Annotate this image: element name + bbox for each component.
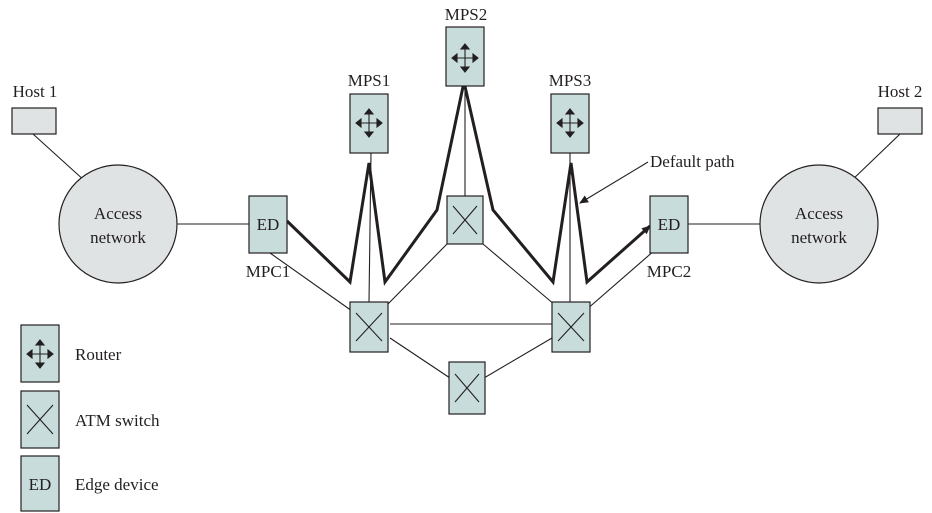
edge-device-icon	[20, 455, 60, 512]
host-2-label: Host 2	[878, 82, 923, 101]
host-1-label: Host 1	[13, 82, 58, 101]
link-atm-right-ed2	[585, 249, 656, 311]
edge-device-icon	[649, 195, 689, 254]
edge-device-mpc1: ED MPC1	[246, 195, 290, 281]
legend-atm-switch: ATM switch	[20, 390, 160, 449]
edge-device-mpc2-inner: ED	[658, 215, 681, 234]
router-mps2: MPS2	[445, 5, 488, 87]
access-network-right: Access network	[759, 164, 879, 284]
atm-switch-right	[551, 301, 591, 353]
atm-switch-left	[349, 301, 389, 353]
atm-switch-center	[446, 195, 484, 245]
router-mps3: MPS3	[549, 71, 592, 154]
access-network-left: Access network	[58, 164, 178, 284]
host-1: Host 1	[11, 82, 58, 135]
edge-device-icon	[248, 195, 288, 254]
link-host1-access	[32, 133, 87, 183]
host-1-icon	[11, 107, 57, 135]
link-atm-right-bottom	[483, 337, 553, 379]
edge-device-mpc2-label: MPC2	[647, 262, 691, 281]
default-path-pointer	[579, 161, 649, 204]
legend-router-label: Router	[75, 345, 122, 364]
access-network-right-line1: Access	[795, 204, 843, 223]
link-atm-left-bottom	[389, 337, 451, 379]
legend-router: Router	[20, 324, 122, 383]
atm-switch-bottom	[448, 361, 486, 415]
router-mps1-label: MPS1	[348, 71, 391, 90]
access-network-left-line2: network	[90, 228, 146, 247]
access-network-right-line2: network	[791, 228, 847, 247]
legend-edge-device-label: Edge device	[75, 475, 159, 494]
edge-device-mpc1-label: MPC1	[246, 262, 290, 281]
access-network-left-line1: Access	[94, 204, 142, 223]
router-mps1: MPS1	[348, 71, 391, 154]
legend-edge-device: ED Edge device	[20, 455, 159, 512]
legend-atm-switch-label: ATM switch	[75, 411, 160, 430]
legend: Router ATM switch ED Edge device	[20, 324, 160, 512]
host-2: Host 2	[877, 82, 923, 135]
link-host2-access	[849, 133, 901, 183]
link-center-atm-left	[386, 243, 448, 306]
legend-edge-device-inner: ED	[29, 475, 52, 494]
router-mps2-label: MPS2	[445, 5, 488, 24]
default-path	[285, 81, 651, 286]
edge-device-mpc2: ED MPC2	[647, 195, 691, 281]
host-2-icon	[877, 107, 923, 135]
edge-device-mpc1-inner: ED	[257, 215, 280, 234]
link-center-atm-right	[482, 243, 556, 306]
default-path-label: Default path	[650, 152, 735, 171]
router-mps3-label: MPS3	[549, 71, 592, 90]
